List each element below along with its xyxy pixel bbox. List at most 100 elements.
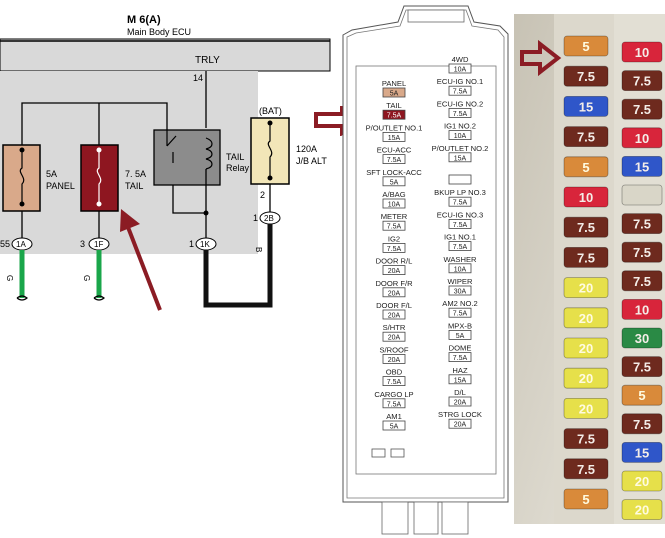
fuse-chart-right-slot	[448, 241, 472, 252]
photo-fuse-left-label: 5	[582, 492, 589, 507]
fuse-chart-left-name: S/HTR	[383, 323, 406, 332]
fuse-box-tab	[407, 9, 465, 23]
fuse-chart-left-slot	[382, 309, 406, 320]
connector-1a-label: 1A	[16, 240, 26, 249]
fuse-chart-left-name: DOOR F/R	[375, 279, 413, 288]
fuse-chart-right-rating: 15A	[454, 377, 467, 384]
fuse-chart-left-name: DOOR R/L	[376, 257, 413, 266]
black-wire-b	[203, 224, 273, 308]
photo-fuse-left-label: 7.5	[577, 432, 595, 447]
wire-b-label: B	[254, 247, 263, 252]
photo-fuse-left-body	[563, 186, 609, 208]
photo-fuse-right-label: 15	[635, 445, 649, 460]
conn-1a-pin: 55	[0, 239, 10, 249]
fuse-chart-left-name: DOOR F/L	[376, 301, 412, 310]
relay-to-tail-wire	[172, 185, 206, 214]
pin-1-label: 1	[253, 213, 258, 223]
fuse-chart-left-name: A/BAG	[382, 190, 405, 199]
fuse-chart-right-rating: 7.5A	[453, 355, 468, 362]
fuse-chart-right-slot	[448, 196, 472, 207]
panel-fuse-rating: 5A	[46, 169, 57, 179]
photo-fuse-right-body	[621, 127, 663, 149]
photo-fuse-right-label: 7.5	[633, 74, 651, 89]
fuse-chart-right-name: ECU-IG NO.2	[437, 99, 483, 108]
wire-g1-label: G	[5, 275, 14, 281]
bat-label: (BAT)	[259, 106, 282, 116]
photo-right-slot-bank	[614, 14, 665, 524]
ecu-bus-bar	[0, 38, 331, 72]
photo-fuse-right-body	[621, 41, 663, 63]
fuse-chart-right-slot	[448, 108, 472, 118]
fuse-chart-left-slot	[382, 154, 406, 165]
photo-fuse-left-label: 7.5	[577, 462, 595, 477]
wire-g2-label: G	[82, 275, 91, 281]
panel-fuse-dot-top	[19, 147, 25, 153]
wiring-schematic: M 6(A) Main Body ECU TRLY 14 5A PANEL 7.…	[0, 14, 331, 311]
fuse-chart-left-slot	[382, 287, 406, 298]
fuse-chart-left-rating: 20A	[388, 357, 401, 364]
ecu-title: M 6(A)	[127, 14, 161, 26]
photo-fuse-right-body	[621, 298, 663, 320]
photo-fuse-right-label: 20	[635, 474, 649, 489]
fuse-chart-left-slot	[382, 109, 406, 120]
fuse-chart-right-slot	[448, 85, 472, 96]
photo-fuse-right-body	[621, 356, 663, 378]
fuse-chart-right-rating: 7.5A	[453, 222, 468, 229]
fuse-chart-left-name: METER	[381, 212, 408, 221]
photo-fuse-right-label: 15	[635, 159, 649, 174]
photo-fuse-right-body	[621, 70, 663, 91]
photo-fuse-right-body	[621, 413, 663, 435]
fuse-chart-right-name: BKUP LP NO.3	[434, 188, 486, 197]
pointer-arrow-line	[124, 221, 162, 311]
photo-fuse-right-label: 7.5	[633, 102, 651, 117]
fuse-chart-left-rating: 7.5A	[387, 379, 402, 386]
panel-fuse-dot-bottom	[19, 201, 25, 207]
photo-fuse-left-body	[563, 156, 609, 178]
tail-fuse-element	[96, 150, 102, 204]
fuse-chart-right-name: AM2 NO.2	[442, 299, 477, 308]
connector-1k-label: 1K	[200, 240, 210, 249]
pin-2-label: 2	[260, 190, 265, 200]
photo-fuse-right-label: 7.5	[633, 274, 651, 289]
fuse-chart-right-rating: 10A	[454, 266, 467, 273]
photo-fuse-right-body	[621, 441, 663, 463]
photo-fuse-right-body	[621, 184, 663, 206]
fuse-chart-left-rating: 20A	[388, 268, 401, 275]
photo-fuse-left-body	[563, 65, 609, 87]
pin-14-label: 14	[193, 73, 203, 83]
fuse-chart-right-slot	[448, 396, 472, 407]
fuse-chart-left-name: P/OUTLET NO.1	[366, 123, 423, 132]
fuse-chart-left-slot	[382, 420, 406, 431]
photo-fuse-left-label: 20	[579, 401, 593, 416]
fuse-chart-left-rating: 7.5A	[387, 157, 402, 164]
fuse-chart-right-name: HAZ	[452, 366, 468, 375]
conn-1f-pin: 3	[80, 239, 85, 249]
tail-fuse-rating: 7. 5A	[125, 169, 146, 179]
connector-2b-label: 2B	[264, 214, 274, 223]
trly-label: TRLY	[195, 55, 220, 66]
photo-fuse-left-body	[563, 126, 609, 147]
fuse-feed-wire	[21, 102, 168, 145]
green-wire-1-break	[16, 295, 28, 301]
photo-fuse-left-body	[563, 216, 609, 238]
fuse-chart-left-slot	[382, 398, 406, 409]
tail-fuse-name: TAIL	[125, 181, 143, 191]
alt-fuse-dot-bottom	[267, 175, 273, 181]
photo-fuse-left-body	[563, 96, 609, 117]
fuse-chart-right-rating: 10A	[454, 133, 467, 140]
fuse-chart-left-rating: 10A	[388, 202, 401, 209]
pointer-arrow-head	[120, 209, 140, 232]
fuse-chart-left-slot	[382, 220, 406, 231]
fuse-box-foot-left	[381, 501, 409, 535]
fuse-chart-right-slot	[448, 130, 472, 141]
photo-fuse-right-body	[621, 327, 663, 349]
alt-fuse-element	[267, 123, 273, 178]
photo-fuse-left-label: 7.5	[577, 250, 595, 265]
fuse-chart-right-slot	[448, 152, 472, 163]
fuse-box-inner-outline	[346, 9, 505, 499]
fuse-chart-left-name: S/ROOF	[379, 345, 408, 354]
